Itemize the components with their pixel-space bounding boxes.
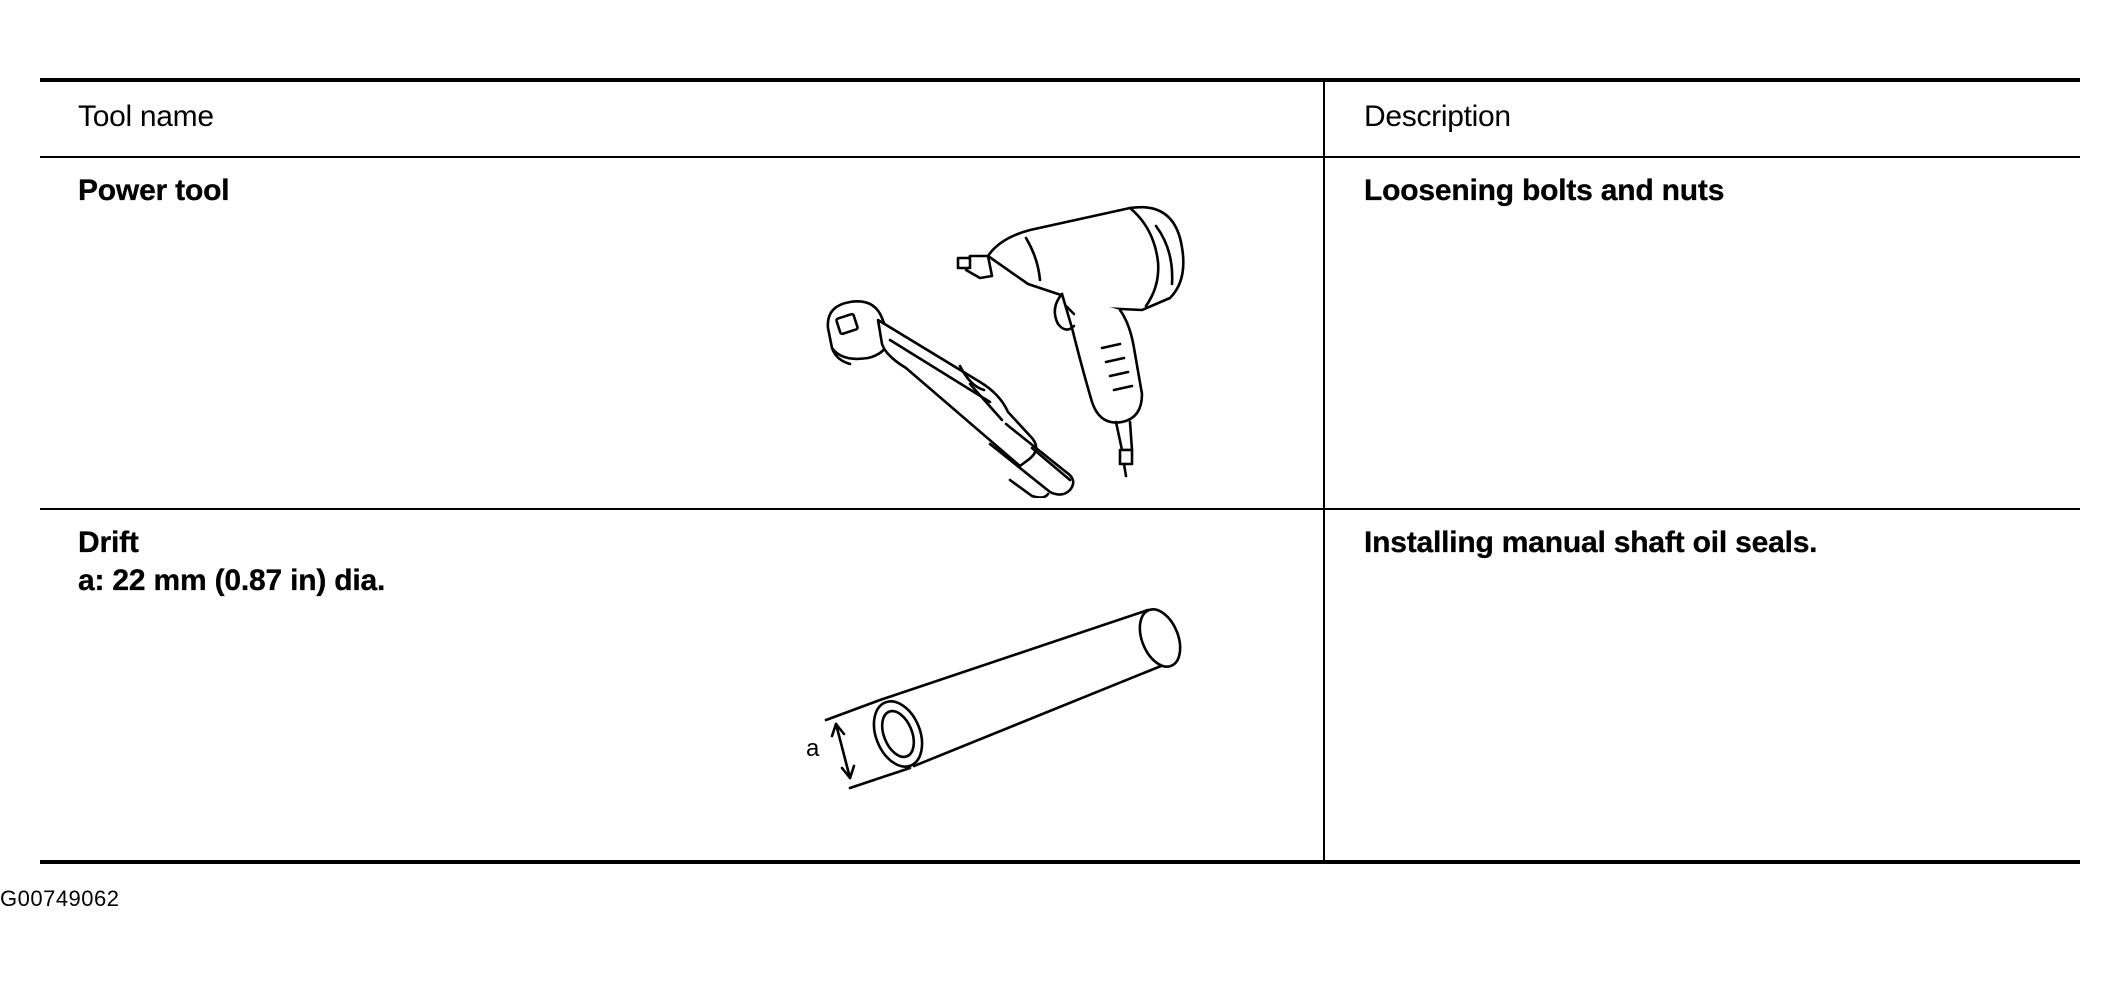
- header-tool-name: Tool name: [78, 100, 214, 133]
- tool-description-cell: Loosening bolts and nuts: [1325, 158, 2080, 508]
- table-row: Power tool: [40, 158, 2080, 510]
- tool-name: Power tool: [78, 174, 230, 207]
- impact-wrench-icon: [956, 205, 1185, 478]
- table-header-row: Tool name Description: [40, 82, 2080, 158]
- tool-name-cell: Power tool: [40, 158, 1325, 508]
- tool-name: Drift: [78, 526, 139, 559]
- air-ratchet-icon: [826, 300, 1075, 498]
- dimension-label: a: [806, 735, 820, 762]
- drift-pipe-icon: a: [806, 590, 1240, 800]
- header-tool-name-cell: Tool name: [40, 82, 1325, 156]
- tool-description: Installing manual shaft oil seals.: [1364, 526, 1818, 559]
- header-description: Description: [1364, 100, 1511, 133]
- table-row: Drift a: 22 mm (0.87 in) dia.: [40, 510, 2080, 860]
- tool-spec: a: 22 mm (0.87 in) dia.: [78, 564, 386, 597]
- tools-table: Tool name Description Power tool: [40, 78, 2080, 864]
- tool-description-cell: Installing manual shaft oil seals.: [1325, 510, 2080, 860]
- tool-name-cell: Drift a: 22 mm (0.87 in) dia.: [40, 510, 1325, 860]
- figure-id: G00749062: [0, 886, 120, 911]
- air-ratchet-and-impact-wrench-icon: [770, 198, 1290, 498]
- tool-description: Loosening bolts and nuts: [1364, 174, 1725, 207]
- header-description-cell: Description: [1325, 82, 2080, 156]
